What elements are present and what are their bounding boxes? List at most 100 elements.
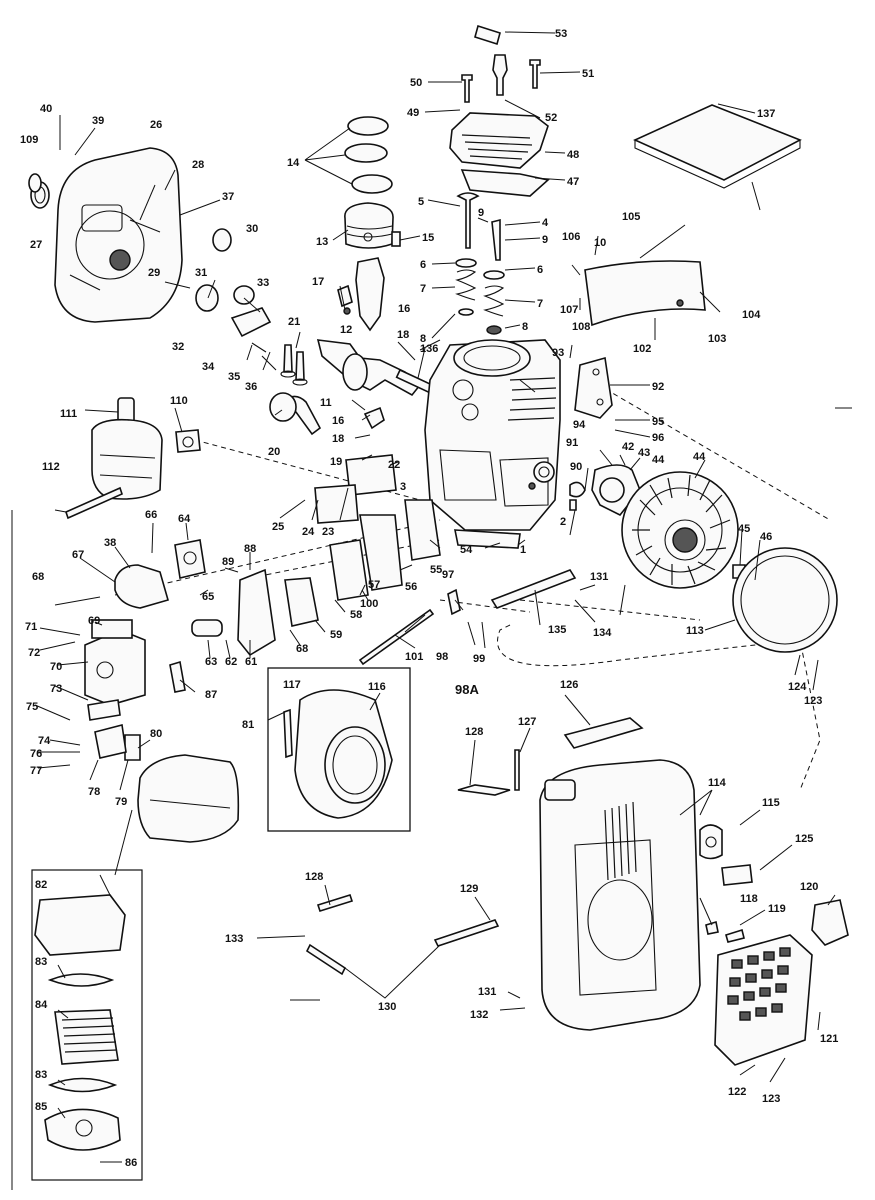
label-97: 97 — [442, 569, 454, 581]
label-110: 110 — [170, 395, 188, 407]
label-123b: 123 — [762, 1093, 780, 1105]
label-130: 130 — [378, 1001, 396, 1013]
engine-shroud-assembly — [305, 569, 849, 1066]
label-75: 75 — [26, 701, 38, 713]
cylinder-head-assembly — [449, 24, 550, 335]
label-19: 19 — [330, 456, 342, 468]
part-97 — [447, 588, 461, 616]
label-133: 133 — [225, 933, 243, 945]
label-86: 86 — [125, 1157, 137, 1169]
label-6b: 6 — [537, 264, 543, 276]
label-71: 71 — [25, 621, 37, 633]
label-131b: 131 — [478, 986, 496, 998]
sump-gasket — [454, 529, 521, 549]
bolt-112 — [65, 486, 123, 520]
knob-115 — [699, 824, 723, 860]
label-117: 117 — [283, 679, 301, 691]
label-30: 30 — [246, 223, 258, 235]
label-81: 81 — [242, 719, 254, 731]
label-74: 74 — [38, 735, 51, 747]
label-11: 11 — [320, 397, 332, 409]
label-134: 134 — [593, 627, 612, 639]
head-bolt-51 — [529, 59, 541, 89]
label-21: 21 — [288, 316, 300, 328]
carburetor-area — [84, 454, 441, 761]
label-70: 70 — [50, 661, 62, 673]
label-25: 25 — [272, 521, 284, 533]
valve-exhaust — [491, 218, 501, 261]
label-4: 4 — [542, 217, 549, 229]
label-80: 80 — [150, 728, 162, 740]
label-126: 126 — [560, 679, 578, 691]
crankshaft-assembly — [269, 339, 434, 436]
label-112: 112 — [42, 461, 60, 473]
label-120: 120 — [800, 881, 818, 893]
label-107: 107 — [560, 304, 578, 316]
label-79: 79 — [115, 796, 127, 808]
muffler-111 — [91, 418, 163, 500]
label-114: 114 — [708, 777, 727, 789]
label-8a: 8 — [420, 333, 426, 345]
gear-32 — [195, 284, 219, 312]
gasket-83b — [47, 1077, 118, 1093]
control-panel-holes — [727, 947, 791, 1021]
label-85: 85 — [35, 1101, 47, 1113]
label-39: 39 — [92, 115, 104, 127]
label-99: 99 — [473, 653, 485, 665]
label-64: 64 — [178, 513, 191, 525]
gasket-83a — [47, 973, 115, 987]
gasket-73 — [87, 699, 121, 721]
label-111: 111 — [60, 408, 77, 420]
piston-ring-upper — [347, 116, 389, 136]
label-48: 48 — [567, 149, 579, 161]
label-49: 49 — [407, 107, 419, 119]
label-128a: 128 — [465, 726, 483, 738]
pin-119 — [725, 928, 745, 943]
leader-lines — [34, 31, 836, 1163]
label-124: 124 — [788, 681, 807, 693]
air-cleaner-assembly — [31, 754, 240, 1181]
part-16 — [363, 406, 385, 430]
label-65: 65 — [202, 591, 214, 603]
bolt-127 — [514, 749, 520, 791]
label-58: 58 — [350, 609, 362, 621]
label-105: 105 — [622, 211, 640, 223]
label-93: 93 — [552, 347, 564, 359]
label-5: 5 — [418, 196, 424, 208]
label-123a: 123 — [804, 695, 822, 707]
label-33: 33 — [257, 277, 269, 289]
label-46: 46 — [760, 531, 772, 543]
spring-79 — [124, 734, 141, 761]
bracket-88 — [237, 568, 276, 657]
label-62: 62 — [225, 656, 237, 668]
label-18a: 18 — [397, 329, 409, 341]
bracket-57 — [329, 539, 369, 601]
label-3: 3 — [400, 481, 406, 493]
label-91: 91 — [566, 437, 578, 449]
crankcase-cover — [54, 147, 183, 323]
bracket-58 — [284, 577, 319, 627]
engine-block — [424, 339, 561, 531]
tappet-21a — [283, 344, 293, 373]
label-43: 43 — [638, 447, 650, 459]
valve-spring-left — [455, 269, 477, 301]
label-14: 14 — [287, 157, 300, 169]
label-83b: 83 — [35, 1069, 47, 1081]
shroud-114 — [539, 759, 701, 1031]
cylinder-head — [449, 112, 549, 169]
choke-shaft-68 — [191, 619, 223, 637]
link-87 — [169, 660, 186, 693]
label-127: 127 — [518, 716, 536, 728]
label-36: 36 — [245, 381, 257, 393]
label-35: 35 — [228, 371, 240, 383]
muffler-assembly — [65, 397, 201, 520]
label-56: 56 — [405, 581, 417, 593]
label-40: 40 — [40, 103, 52, 115]
label-84: 84 — [35, 999, 48, 1011]
label-16b: 16 — [332, 415, 344, 427]
label-109: 109 — [20, 134, 38, 146]
label-82: 82 — [35, 879, 47, 891]
label-55: 55 — [430, 564, 442, 576]
label-22: 22 — [388, 459, 400, 471]
